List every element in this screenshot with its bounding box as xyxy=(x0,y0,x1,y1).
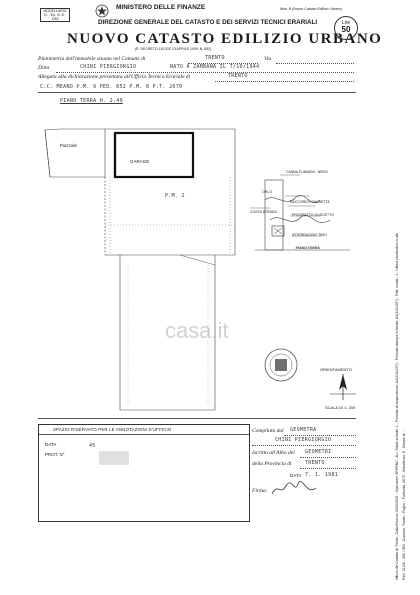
reference-line: C.C. MEANO P.M. 9 PED. 852 P.M. 8 P.T. 2… xyxy=(40,84,183,90)
orientation-label: ORIENTAMENTO xyxy=(320,367,352,372)
office-heading: SPAZIO RISERVATO PER LE ANNOTAZIONI D'UF… xyxy=(53,427,172,432)
garage-label: GARAGE xyxy=(130,159,150,164)
ditta-detail: NATO A ZAMBANA IL 7/10/1944 xyxy=(170,64,260,70)
ditta-label: Ditta xyxy=(38,65,50,71)
iscritto-value: GEOMETRI xyxy=(305,449,332,455)
via-label: Via xyxy=(264,56,272,62)
atterraggio-label: ATTERRAGGIO TIMO xyxy=(292,233,327,237)
costa-label: COSTA STRADA xyxy=(250,210,277,214)
prospetto-label: PROSPETTO GUSCETTO xyxy=(292,213,334,217)
office-annotations-box: SPAZIO RISERVATO PER LE ANNOTAZIONI D'UF… xyxy=(38,424,250,522)
office-prot-value: 45 xyxy=(89,443,96,449)
ministry-name: MINISTERO DELLE FINANZE xyxy=(116,4,206,11)
model-box-line-2: D. - Ep. N. 8 - 1/83 xyxy=(44,13,66,21)
reference-separator xyxy=(38,92,356,93)
date-value: 7. 1. 1981 xyxy=(305,472,339,478)
floor-label: PIANO TERRA H. 2.40 xyxy=(60,98,123,104)
office-heading-line xyxy=(39,434,249,435)
watermark: casa.it xyxy=(165,318,229,343)
scale-label: SCALA DI 1: 200 xyxy=(325,405,356,410)
compilata-name: CHINI PIERGIORGIO xyxy=(275,437,332,443)
office-data-label: DATA xyxy=(45,442,57,447)
model-ref: Mod. B (Nuovo Catasto Edilizio Urbano) xyxy=(280,7,343,11)
orlo-label: ORLO xyxy=(262,190,272,194)
ditta-value: CHINI PIERGIORGIO xyxy=(80,64,137,70)
compilata-name-line xyxy=(252,438,356,446)
piano-terra-label: PIANO TERRA xyxy=(296,246,320,250)
floor-plan-drawing xyxy=(44,128,236,411)
allegata-label: Allegata alla dichiarazione presentata a… xyxy=(38,74,191,80)
iscritto-label: Iscritto all'Albo dei xyxy=(252,450,295,456)
comune-line xyxy=(188,56,258,64)
piazzale-label: Piazzale xyxy=(60,143,78,148)
footer-separator xyxy=(38,418,356,419)
allegata-value: TRENTO xyxy=(228,73,248,79)
provincia-line xyxy=(300,461,356,469)
emblem-icon xyxy=(95,4,109,18)
date-label: DATA xyxy=(290,473,302,478)
direction-name: DIREZIONE GENERALE DEL CATASTO E DEI SER… xyxy=(98,19,318,26)
pm2-label: P.M. 2 xyxy=(165,193,185,199)
north-arrow-icon xyxy=(330,374,356,400)
provincia-label: della Provincia di xyxy=(252,461,292,467)
price-value: 50 xyxy=(341,25,351,34)
model-box: MODELLARIO D. - Ep. N. 8 - 1/83 xyxy=(40,8,70,22)
firma-label: Firma: xyxy=(252,488,268,494)
office-prot-label: PROT. N° xyxy=(45,452,65,457)
side-stamp-text: Ufficio del Catasto di Trento - Data Ric… xyxy=(395,233,399,580)
document-title: NUOVO CATASTO EDILIZIO URBANO xyxy=(67,31,383,47)
canna-label: CANNA FUMARIA - NERO xyxy=(286,170,328,174)
price-stamp: Lire 50 xyxy=(334,16,358,40)
provincia-value: TRENTO xyxy=(305,460,325,466)
planimetria-label: Planimetria dell'immobile situato nel Co… xyxy=(38,56,146,62)
price-label: Lire xyxy=(341,20,351,26)
comune-value: TRENTO xyxy=(205,55,225,61)
ditta-line xyxy=(56,65,354,73)
raccordo-label: RACCORDO SALVIETTA xyxy=(290,200,330,204)
side-stamp-text-2: Part. 12100 - 000 / 983 - Comune: Trento… xyxy=(402,428,406,580)
compilata-label: Compilata dal xyxy=(252,428,284,434)
compilata-value: GEOMETRA xyxy=(290,427,317,433)
allegata-line xyxy=(215,74,354,82)
office-smudge xyxy=(99,451,129,465)
iscritto-line xyxy=(300,450,356,458)
compilata-line xyxy=(284,428,356,436)
document-subtitle: (R. DECRETO-LEGGE 13 APRILE 1939, N. 652… xyxy=(135,47,212,51)
via-line xyxy=(276,56,354,64)
model-box-line-1: MODELLARIO xyxy=(43,9,67,13)
section-detail-drawing xyxy=(250,174,350,251)
registration-stamp xyxy=(264,348,298,382)
signature-mark xyxy=(271,481,317,495)
